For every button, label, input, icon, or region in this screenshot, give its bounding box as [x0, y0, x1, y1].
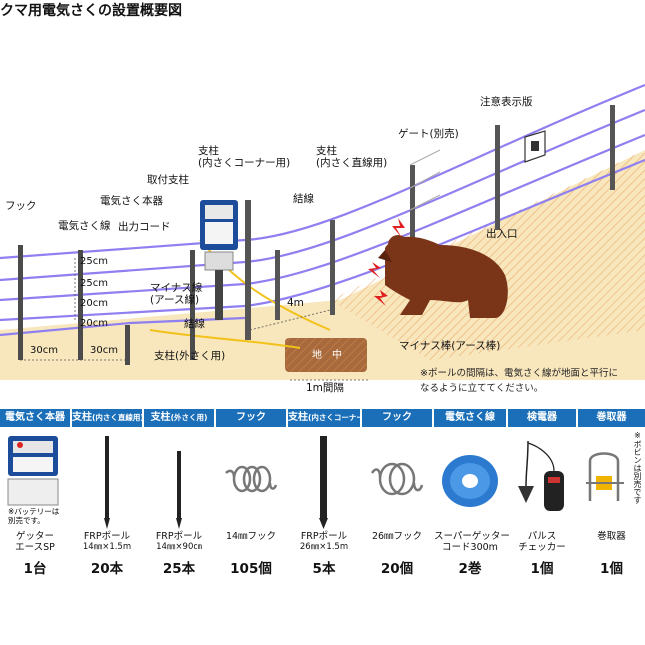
label-gap-30-b: 30cm: [90, 345, 118, 356]
product-name: 26㎜フック: [371, 531, 423, 542]
product-hook-26: フック 26㎜フック 20個: [362, 409, 432, 577]
product-category: 巻取器: [578, 409, 645, 427]
label-minus-wire: マイナス線 (アース線): [150, 282, 203, 306]
label-post-inner-corner: 支柱 (内さくコーナー用): [198, 145, 291, 169]
label-height-2: 25cm: [80, 278, 108, 289]
product-hook-14: フック 14㎜フック 105個: [216, 409, 286, 577]
wire-spool-icon: [442, 455, 498, 507]
inner-posts: [245, 105, 615, 340]
product-category: フック: [362, 409, 432, 427]
gate-wires: [409, 149, 441, 211]
energizer-icon: [7, 436, 59, 506]
product-category: 検電器: [508, 409, 576, 427]
label-hook: フック: [5, 200, 37, 212]
product-qty: 1個: [530, 561, 554, 577]
product-category: 電気さく本器: [0, 409, 70, 427]
product-category: 支柱(内さく直線用): [72, 409, 144, 427]
product-name: パルス チェッカー: [518, 531, 566, 553]
label-height-1: 25cm: [80, 256, 108, 267]
product-name: 14㎜フック: [225, 531, 277, 542]
label-distance-4m: 4m: [287, 297, 304, 309]
fence-diagram: [0, 83, 645, 381]
product-table: 電気さく本器 ※バッテリーは 別売です。 ゲッター エースSP 1台 支柱(内さ…: [0, 409, 645, 577]
label-tie-wire-top: 結線: [293, 193, 314, 205]
product-fence-wire: 電気さく線 スーパーゲッター コード300m 2巻: [434, 409, 510, 577]
label-ground-rod: マイナス棒(アース棒): [399, 340, 501, 352]
dimension-lines: [20, 258, 370, 381]
label-mount-post: 取付支柱: [147, 174, 189, 186]
product-winder: 巻取器 ※ボビンは別売です 巻取器 1個: [578, 409, 645, 577]
label-gate: ゲート(別売): [398, 128, 459, 140]
pole-icon: [104, 436, 110, 529]
label-pitch-1m: 1m間隔: [306, 382, 344, 394]
label-notice-sign: 注意表示版: [480, 96, 533, 108]
product-qty: 20本: [90, 561, 124, 577]
product-qty: 20個: [380, 561, 414, 577]
hook-icon: [225, 465, 278, 493]
product-category: 支柱(内さくコーナー用): [288, 409, 375, 427]
label-output-cord: 出力コード: [118, 221, 171, 233]
label-height-4: 20cm: [80, 318, 108, 329]
winder-icon: [586, 452, 624, 501]
energizer-device: [200, 200, 238, 320]
product-qty: 25本: [162, 561, 196, 577]
product-energizer: 電気さく本器 ※バッテリーは 別売です。 ゲッター エースSP 1台: [0, 409, 70, 577]
label-post-inner-straight: 支柱 (内さく直線用): [316, 145, 388, 169]
product-category: 支柱(外さく用): [144, 409, 214, 427]
label-ground: 地 中: [312, 350, 342, 361]
product-qty: 1個: [600, 561, 623, 577]
page-title: クマ用電気さくの設置概要図: [0, 3, 182, 19]
product-name: 巻取器: [597, 531, 626, 542]
bobbin-note: ※ボビンは別売です: [633, 431, 642, 504]
battery-note: ※バッテリーは 別売です。: [8, 507, 60, 525]
product-category: 電気さく線: [434, 409, 506, 427]
product-qty: 1台: [23, 561, 47, 577]
product-name: スーパーゲッター コード300m: [434, 531, 510, 553]
label-entrance: 出入口: [486, 228, 518, 240]
product-qty: 5本: [312, 561, 336, 577]
label-energizer: 電気さく本器: [100, 195, 163, 207]
notice-sign: [524, 130, 546, 163]
label-tie-wire-bottom: 結線: [184, 318, 205, 330]
outer-posts: [18, 245, 195, 365]
label-fence-wire: 電気さく線: [58, 220, 111, 232]
product-category: フック: [216, 409, 286, 427]
product-checker: 検電器 パルス チェッカー 1個: [508, 409, 576, 577]
pole-icon: [176, 451, 182, 529]
label-gap-30-a: 30cm: [30, 345, 58, 356]
product-qty: 105個: [230, 561, 272, 577]
note-text: ※ポールの間隔は、電気さく線が地面と平行に なるように立ててください。: [420, 368, 618, 394]
label-height-3: 20cm: [80, 298, 108, 309]
pole-icon: [319, 436, 328, 529]
label-post-outer: 支柱(外さく用): [154, 350, 226, 362]
product-qty: 2巻: [458, 561, 482, 577]
product-name: ゲッター エースSP: [15, 531, 55, 553]
shock-marks: [368, 218, 405, 306]
pulse-checker-icon: [518, 440, 564, 511]
hook-icon: [370, 462, 424, 496]
bear-illustration: [378, 235, 508, 318]
